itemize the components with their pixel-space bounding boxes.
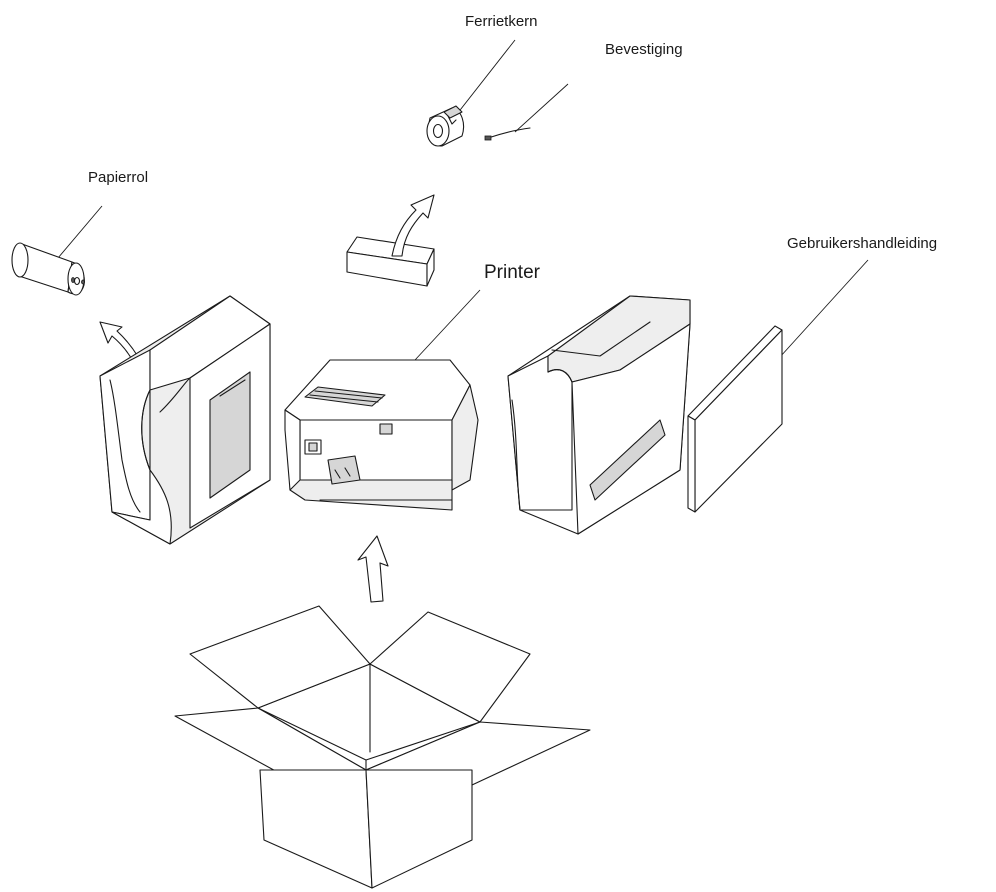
ferrite-core-illustration bbox=[426, 105, 465, 147]
cardboard-box-illustration bbox=[174, 605, 591, 889]
accessory-box-illustration bbox=[346, 236, 435, 287]
leader-lines bbox=[57, 39, 869, 375]
right-foam-cushion bbox=[507, 295, 691, 535]
fastener-illustration bbox=[484, 127, 531, 141]
label-printer: Printer bbox=[484, 262, 541, 283]
label-user-manual: Gebruikershandleiding bbox=[787, 235, 937, 252]
label-ferrite-core: Ferrietkern bbox=[465, 13, 538, 30]
left-foam-cushion bbox=[99, 295, 271, 545]
paper-roll-illustration bbox=[11, 242, 85, 296]
leader-fastener bbox=[514, 83, 569, 133]
arrow-printer bbox=[357, 535, 389, 603]
printer-illustration bbox=[284, 359, 479, 511]
arrow-accessories bbox=[391, 194, 435, 257]
label-fastener: Bevestiging bbox=[605, 41, 683, 58]
leader-user-manual bbox=[769, 259, 869, 369]
leader-paper-roll bbox=[57, 205, 103, 259]
user-manual-illustration bbox=[687, 325, 783, 513]
label-paper-roll: Papierrol bbox=[88, 169, 148, 186]
